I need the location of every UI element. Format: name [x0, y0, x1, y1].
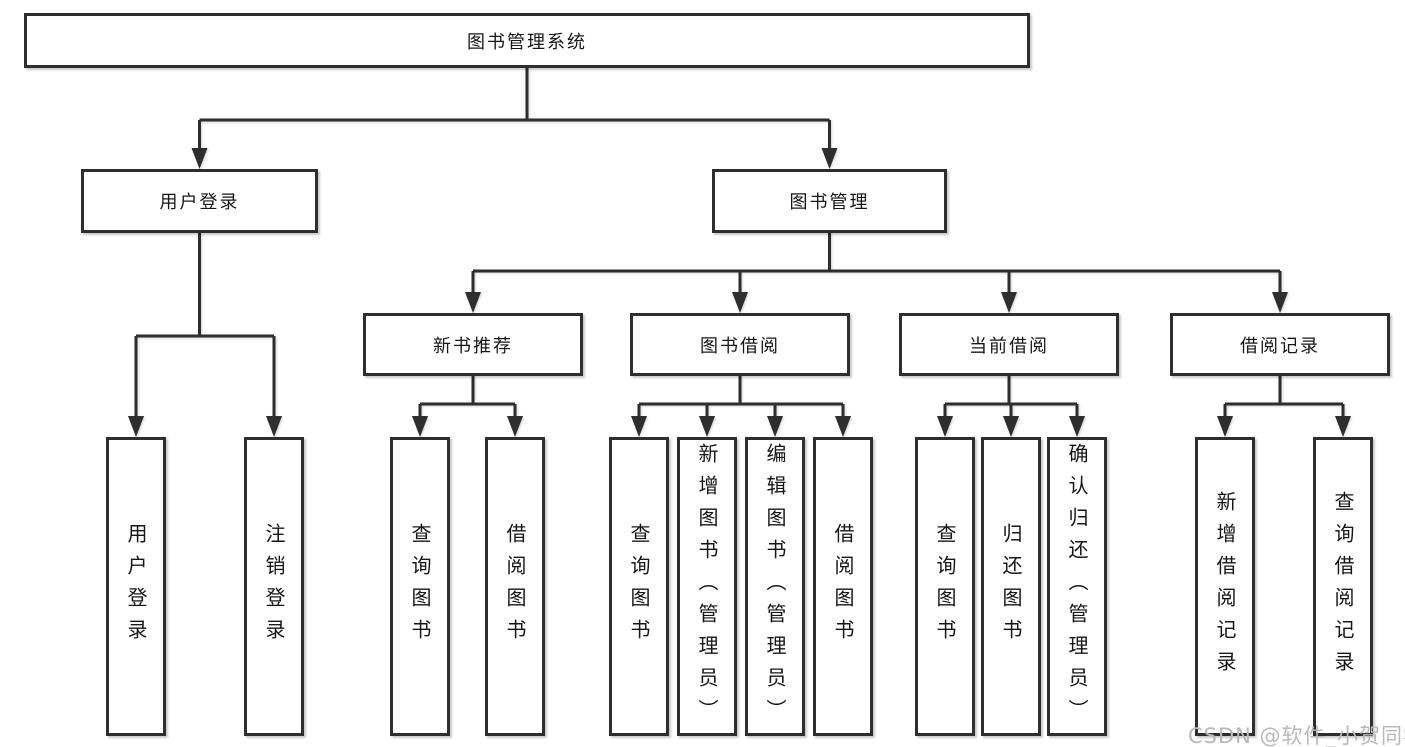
leaf-user-login: 用户登录: [106, 437, 166, 736]
leaf-add-book-admin: 新增图书（管理员）: [677, 437, 737, 736]
node-current-borrow: 当前借阅: [899, 313, 1119, 376]
leaf-borrow-books: 借阅图书: [813, 437, 873, 736]
leaf-borrow-books-recommend: 借阅图书: [485, 437, 545, 736]
arrow-down-icon: [699, 416, 715, 437]
arrow-down-icon: [507, 416, 523, 437]
node-book-borrow: 图书借阅: [630, 313, 850, 376]
edge-current-borrow-group: [943, 376, 1079, 418]
leaf-confirm-return-admin: 确认归还（管理员）: [1047, 437, 1107, 736]
edge-book-management-group: [471, 233, 1282, 294]
edge-borrow-records-group: [1223, 376, 1345, 418]
leaf-query-books-current: 查询图书: [915, 437, 975, 736]
edge-root-to-level2: [198, 68, 831, 150]
leaf-return-book: 归还图书: [981, 437, 1041, 736]
leaf-logout: 注销登录: [244, 437, 304, 736]
arrow-down-icon: [821, 148, 838, 169]
arrow-down-icon: [465, 292, 481, 313]
node-new-book-recommend: 新书推荐: [363, 313, 583, 376]
arrow-down-icon: [1217, 416, 1233, 437]
leaf-query-books-borrow: 查询图书: [609, 437, 669, 736]
node-book-management: 图书管理: [712, 169, 947, 233]
arrow-down-icon: [732, 292, 748, 313]
arrow-down-icon: [412, 416, 428, 437]
leaf-edit-book-admin: 编辑图书（管理员）: [745, 437, 805, 736]
node-borrow-records: 借阅记录: [1170, 313, 1390, 376]
arrow-down-icon: [266, 416, 282, 437]
arrow-down-icon: [128, 416, 144, 437]
arrowheads: [128, 148, 1351, 437]
edge-user-login-group: [134, 233, 276, 418]
node-user-login: 用户登录: [81, 169, 318, 233]
arrow-down-icon: [835, 416, 851, 437]
arrow-down-icon: [1335, 416, 1351, 437]
arrow-down-icon: [191, 148, 208, 169]
node-library-management-system: 图书管理系统: [24, 13, 1030, 68]
leaf-add-borrow-record: 新增借阅记录: [1195, 437, 1255, 736]
arrow-down-icon: [1003, 416, 1019, 437]
arrow-down-icon: [1069, 416, 1085, 437]
edge-book-borrow-group: [637, 376, 845, 418]
edge-new-book-recommend-group: [418, 376, 517, 418]
arrow-down-icon: [1272, 292, 1288, 313]
csdn-watermark: CSDN @软件_小贺同学: [1188, 724, 1405, 747]
arrow-down-icon: [937, 416, 953, 437]
leaf-query-books-recommend: 查询图书: [390, 437, 450, 736]
arrow-down-icon: [767, 416, 783, 437]
leaf-query-borrow-record: 查询借阅记录: [1313, 437, 1373, 736]
arrow-down-icon: [1001, 292, 1017, 313]
arrow-down-icon: [631, 416, 647, 437]
